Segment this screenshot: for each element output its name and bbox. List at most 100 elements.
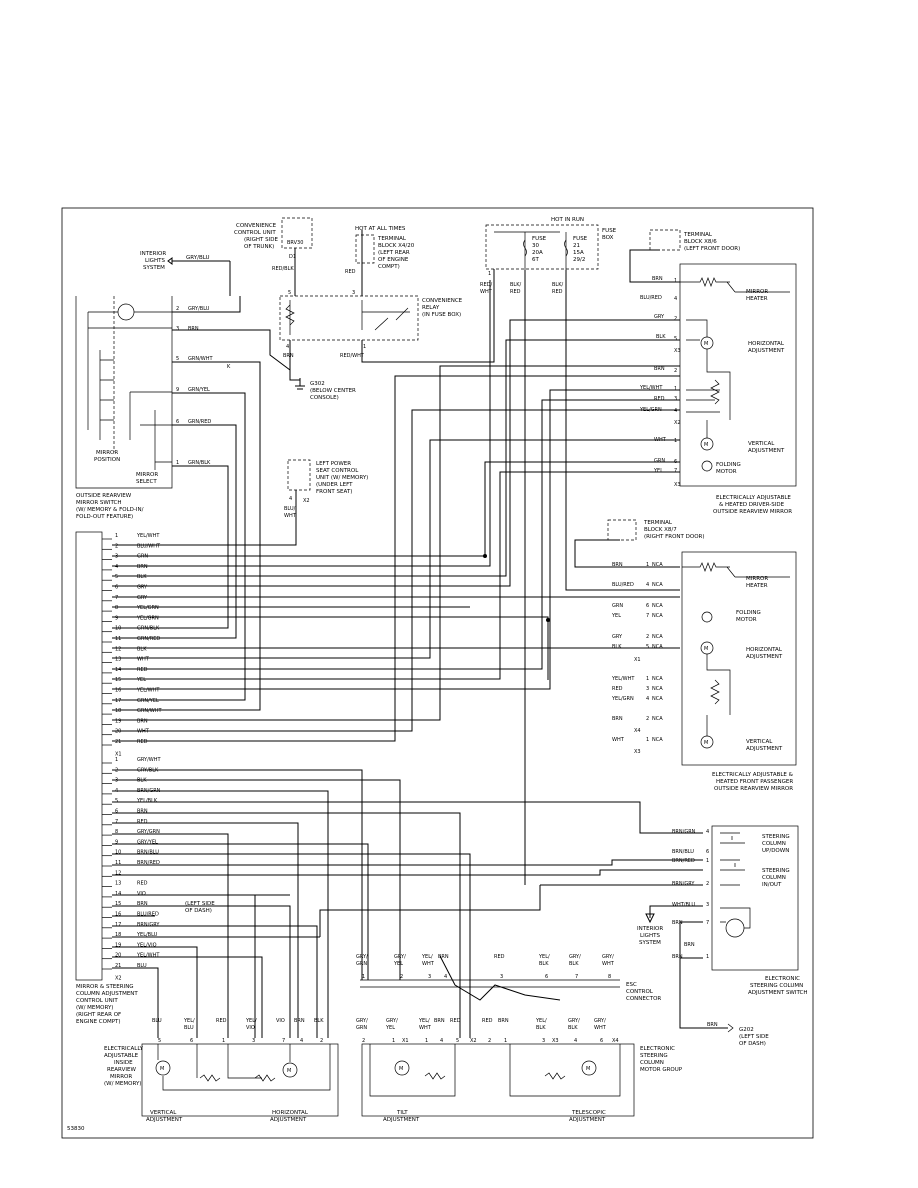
ccu-wire-color: BLU bbox=[137, 963, 147, 969]
ccu-wire-color: RED bbox=[137, 819, 148, 825]
svg-text:D1: D1 bbox=[289, 254, 296, 260]
esc-motor-wire-color: WHT bbox=[594, 1025, 607, 1031]
esc-wire-color: GRY/ bbox=[602, 954, 614, 960]
pass-nca: NCA bbox=[652, 686, 663, 692]
ccu-pin-number: 15 bbox=[115, 901, 121, 907]
svg-text:HORIZONTAL: HORIZONTAL bbox=[272, 1110, 309, 1116]
passenger-mirror-internal bbox=[706, 654, 731, 736]
svg-text:(IN FUSE BOX): (IN FUSE BOX) bbox=[422, 312, 461, 318]
svg-text:MIRROR SWITCH: MIRROR SWITCH bbox=[76, 500, 121, 506]
esc-motor-pin-number: 2 bbox=[362, 1038, 365, 1044]
esc-motor-wire-color: GRN bbox=[356, 1025, 367, 1031]
fuse-30-label: FUSE 30 20A 6T bbox=[532, 236, 547, 263]
svg-text:21: 21 bbox=[573, 243, 580, 249]
inside-mirror-pin-number: 7 bbox=[282, 1038, 285, 1044]
svg-text:OF DASH): OF DASH) bbox=[739, 1041, 766, 1047]
pass-nca: NCA bbox=[652, 676, 663, 682]
svg-text:CONTROL: CONTROL bbox=[626, 989, 654, 995]
driver-mirror-box bbox=[679, 263, 797, 487]
svg-text:SYSTEM: SYSTEM bbox=[639, 940, 661, 946]
ccu-pin-number: 19 bbox=[115, 718, 121, 724]
inside-mirror-wire-color: BLU bbox=[184, 1025, 194, 1031]
steer-pin-number: 6 bbox=[706, 849, 709, 855]
splice bbox=[546, 618, 550, 622]
svg-text:(W/ MEMORY): (W/ MEMORY) bbox=[104, 1081, 141, 1087]
fuse-bus bbox=[494, 231, 567, 270]
driver-mirror-pins: BRN 1 BLU/RED 4 GRY 2 BLK 5 X3 BRN 2 YEL… bbox=[639, 276, 681, 488]
svg-text:GRN/YEL: GRN/YEL bbox=[188, 387, 210, 393]
svg-text:BOX: BOX bbox=[602, 235, 614, 241]
motor-icon bbox=[701, 460, 713, 472]
esc-wire-color: BLK bbox=[569, 961, 579, 967]
pass-pin-number: 3 bbox=[646, 686, 649, 692]
inside-horizontal-label: HORIZONTAL ADJUSTMENT bbox=[270, 1110, 309, 1123]
mirror-position-label: MIRROR POSITION bbox=[94, 450, 120, 463]
terminal-x8-6-label: TERMINAL BLOCK X8/6 (LEFT FRONT DOOR) bbox=[683, 232, 740, 252]
svg-text:ELECTRONIC: ELECTRONIC bbox=[765, 976, 800, 982]
svg-text:BLU/RED: BLU/RED bbox=[640, 295, 662, 301]
ccu-pin-number: 11 bbox=[115, 636, 121, 642]
svg-text:(W/ MEMORY): (W/ MEMORY) bbox=[76, 1005, 113, 1011]
inside-mirror-wire-color: YEL/ bbox=[183, 1018, 195, 1024]
arrow-icon bbox=[167, 257, 173, 265]
ccu-pin-number: 6 bbox=[115, 809, 118, 815]
switch-pins: 2 GRY/BLU 3 BRN 5 GRN/WHT K 9 GRN/YEL 6 … bbox=[176, 306, 231, 466]
esc-motor-pin-number: 6 bbox=[600, 1038, 603, 1044]
pass-wire-color: RED bbox=[612, 686, 623, 692]
pass-wire-color: BRN bbox=[612, 716, 623, 722]
ccu-pin-number: 10 bbox=[115, 850, 121, 856]
pass-pin-number: 1 bbox=[646, 562, 649, 568]
wire-blk-red-right bbox=[565, 270, 680, 591]
svg-text:& HEATED DRIVER-SIDE: & HEATED DRIVER-SIDE bbox=[719, 502, 785, 508]
esc-pin-number: 7 bbox=[575, 974, 578, 980]
pass-pin-number: 1 bbox=[646, 737, 649, 743]
ccu-box bbox=[281, 217, 313, 249]
steer-pin-number: 7 bbox=[706, 920, 709, 926]
ccu-pin-number: 7 bbox=[115, 819, 118, 825]
ccu-pin-number: 3 bbox=[115, 554, 118, 560]
svg-text:STEERING: STEERING bbox=[762, 868, 790, 874]
svg-text:MOTOR: MOTOR bbox=[736, 617, 757, 623]
svg-text:ADJUSTMENT: ADJUSTMENT bbox=[270, 1117, 307, 1123]
led-icon bbox=[725, 918, 745, 938]
pass-nca: NCA bbox=[652, 696, 663, 702]
terminal-block-x8-7 bbox=[607, 519, 637, 541]
steer-wire-color: BRN bbox=[684, 942, 695, 948]
ccu-pin-number: 7 bbox=[115, 595, 118, 601]
ccu-pin-number: 16 bbox=[115, 912, 121, 918]
ccu-pin-number: 16 bbox=[115, 688, 121, 694]
svg-text:VERTICAL: VERTICAL bbox=[746, 739, 773, 745]
svg-text:(RIGHT REAR OF: (RIGHT REAR OF bbox=[76, 1012, 121, 1018]
ccu-wire-color: GRY/GRN bbox=[137, 829, 160, 835]
pass-wire-color: WHT bbox=[612, 737, 625, 743]
svg-text:(LEFT REAR: (LEFT REAR bbox=[378, 250, 410, 256]
esc-motor-wire-color: BRN bbox=[498, 1018, 509, 1024]
ccu-pin-number: 4 bbox=[115, 564, 118, 570]
svg-text:GRY: GRY bbox=[654, 314, 665, 320]
svg-text:VERTICAL: VERTICAL bbox=[150, 1110, 177, 1116]
svg-text:COLUMN: COLUMN bbox=[762, 875, 786, 881]
interior-lights-bottom-label: INTERIOR LIGHTS SYSTEM bbox=[637, 926, 663, 946]
svg-text:FUSE: FUSE bbox=[573, 236, 588, 242]
esc-motor-pin-number: 1 bbox=[392, 1038, 395, 1044]
svg-text:ESC: ESC bbox=[626, 982, 637, 988]
inside-mirror-wire-color: BRN bbox=[294, 1018, 305, 1024]
svg-text:BLK/: BLK/ bbox=[510, 282, 521, 288]
svg-text:ADJUSTABLE: ADJUSTABLE bbox=[104, 1053, 139, 1059]
svg-text:BRN: BRN bbox=[654, 366, 665, 372]
ccu-wire-color: BLK bbox=[137, 646, 147, 652]
ground-icon bbox=[727, 1023, 734, 1033]
pass-nca: NCA bbox=[652, 562, 663, 568]
motor-icon bbox=[282, 1062, 298, 1078]
esc-wire-color: BLK bbox=[539, 961, 549, 967]
mirror-heater-icon bbox=[680, 277, 790, 293]
ccu-wire-color: YEL/WHT bbox=[136, 953, 160, 959]
terminal-x4-20-label: TERMINAL BLOCK X4/20 (LEFT REAR OF ENGIN… bbox=[377, 236, 415, 270]
motor-m: M bbox=[287, 1068, 291, 1074]
harness-wires-x2 bbox=[112, 769, 703, 1038]
svg-text:SELECT: SELECT bbox=[136, 479, 157, 485]
svg-text:VERTICAL: VERTICAL bbox=[748, 441, 775, 447]
ccu-pin-number: 18 bbox=[115, 932, 121, 938]
